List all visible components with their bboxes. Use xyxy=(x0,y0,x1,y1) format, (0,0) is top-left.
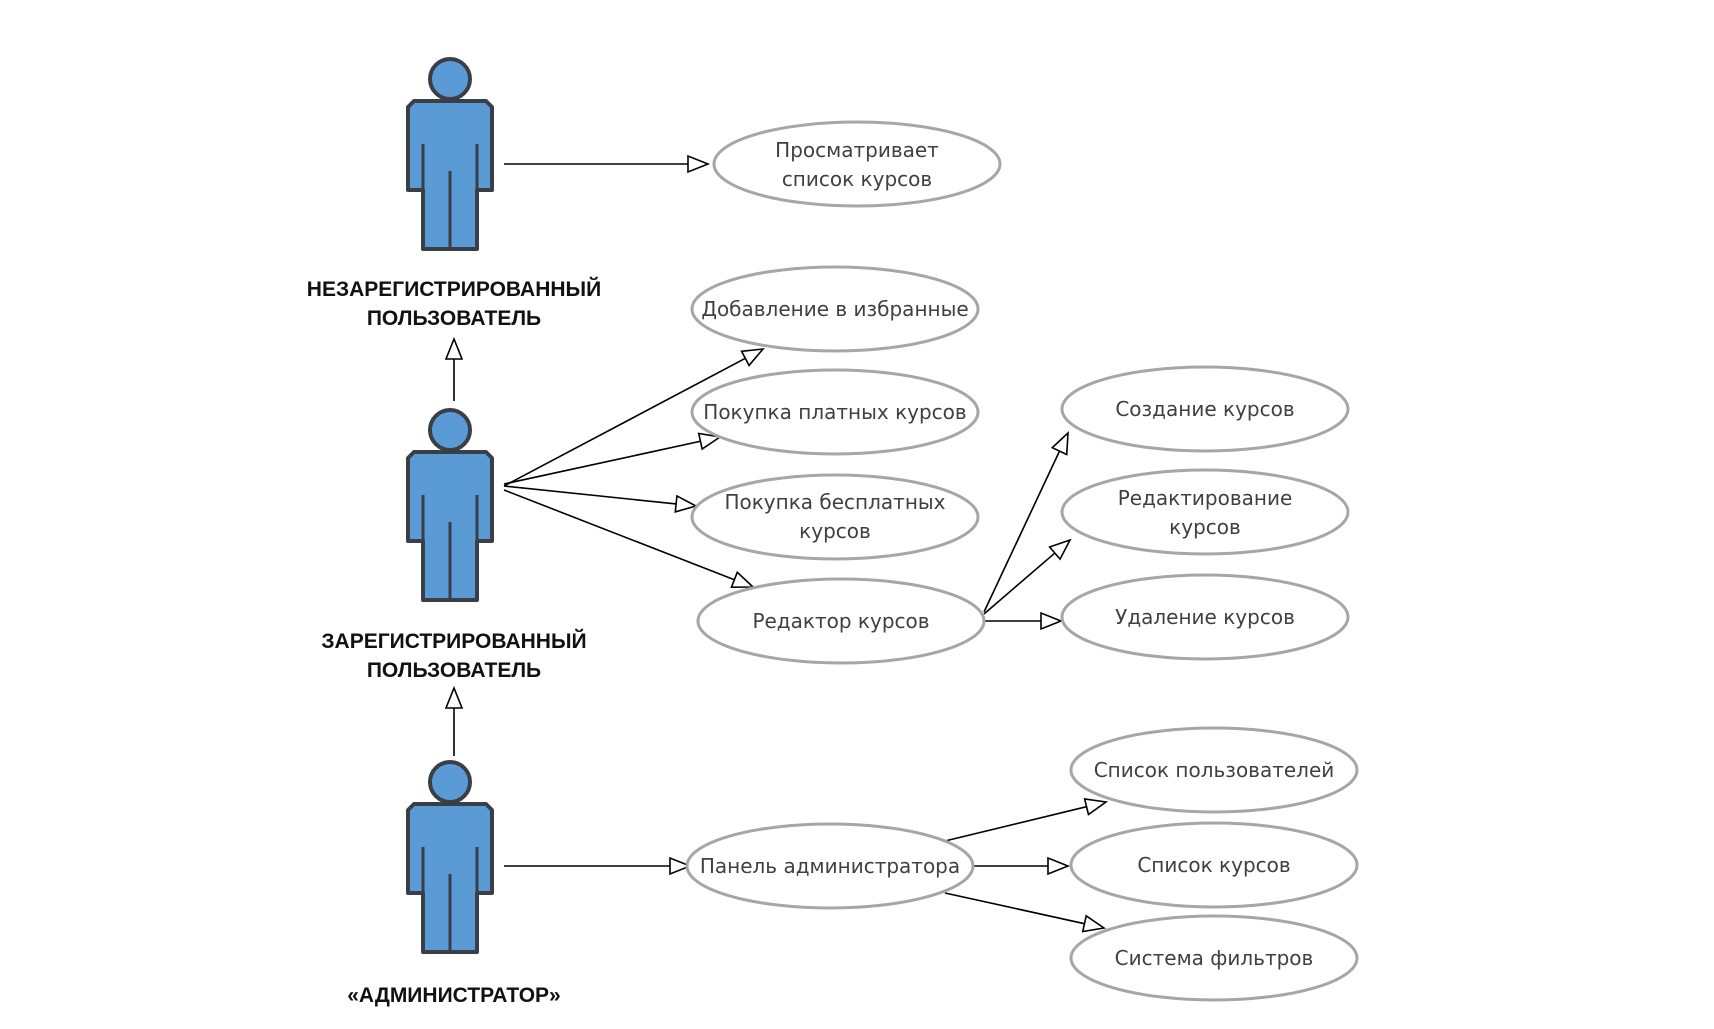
actor-unregistered-label-line2: ПОЛЬЗОВАТЕЛЬ xyxy=(367,307,541,330)
relation-line xyxy=(944,805,1087,842)
use-case-course-list-label: Список курсов xyxy=(1137,853,1290,877)
relation-registered-to-unregistered xyxy=(444,336,464,401)
relation-registered-to-course-editor xyxy=(503,489,756,589)
actor-admin-icon xyxy=(406,760,494,954)
arrowhead-icon xyxy=(1040,611,1064,631)
actor-admin-label: «АДМИНИСТРАТОР» xyxy=(347,984,561,1007)
use-case-edit-courses-line1: Редактирование xyxy=(1118,486,1293,510)
use-case-buy-free-courses-line1: Покупка бесплатных xyxy=(724,490,945,514)
actor-registered-label-line2: ПОЛЬЗОВАТЕЛЬ xyxy=(367,659,541,682)
arrowhead-icon xyxy=(669,856,693,876)
use-case-admin-panel: Панель администратора xyxy=(685,822,975,910)
relation-line xyxy=(944,892,1085,925)
use-case-filter-system-label: Система фильтров xyxy=(1115,946,1314,970)
arrowhead-icon xyxy=(740,347,765,367)
actor-registered-icon xyxy=(406,408,494,602)
use-case-create-courses: Создание курсов xyxy=(1060,365,1350,453)
arrowhead-icon xyxy=(730,570,756,589)
use-case-edit-courses: Редактирование курсов xyxy=(1060,468,1350,556)
use-case-add-to-favorites: Добавление в избранные xyxy=(690,265,980,353)
use-case-edit-courses-line2: курсов xyxy=(1169,515,1241,539)
relation-line xyxy=(503,489,735,581)
relation-unregistered-to-view-list xyxy=(504,154,711,174)
arrowhead-icon xyxy=(1048,538,1072,561)
relation-registered-to-buy-paid xyxy=(503,432,723,485)
relation-editor-to-delete-courses xyxy=(984,611,1064,631)
relation-line xyxy=(503,357,746,487)
use-case-user-list-label: Список пользователей xyxy=(1094,758,1335,782)
arrowhead-icon xyxy=(674,494,699,513)
actor-unregistered-label-line1: НЕЗАРЕГИСТРИРОВАННЫЙ xyxy=(307,277,601,301)
use-case-user-list: Список пользователей xyxy=(1069,726,1359,814)
arrowhead-icon xyxy=(444,685,464,709)
use-case-buy-paid-courses: Покупка платных курсов xyxy=(690,368,980,456)
relation-registered-to-add-favorites xyxy=(503,347,765,487)
actor-administrator: «АДМИНИСТРАТОР» xyxy=(347,760,561,1007)
arrowhead-icon xyxy=(1081,914,1107,933)
relation-registered-to-buy-free xyxy=(503,485,699,513)
relation-admin-panel-to-filter-system xyxy=(944,892,1107,933)
relation-admin-to-admin-panel xyxy=(504,856,693,876)
relation-editor-to-edit-courses xyxy=(983,538,1072,615)
relation-line xyxy=(983,552,1056,615)
use-case-delete-courses: Удаление курсов xyxy=(1060,573,1350,661)
use-case-buy-free-courses-line2: курсов xyxy=(799,519,871,543)
arrowhead-icon xyxy=(444,336,464,360)
arrowhead-icon xyxy=(1047,856,1071,876)
use-case-filter-system: Система фильтров xyxy=(1069,914,1359,1002)
relation-line xyxy=(503,440,701,485)
use-case-buy-paid-courses-label: Покупка платных курсов xyxy=(703,400,966,424)
relation-admin-panel-to-user-list xyxy=(944,797,1109,842)
actor-registered-user: ЗАРЕГИСТРИРОВАННЫЙ ПОЛЬЗОВАТЕЛЬ xyxy=(321,408,587,682)
actor-unregistered-user: НЕЗАРЕГИСТРИРОВАННЫЙ ПОЛЬЗОВАТЕЛЬ xyxy=(307,57,601,330)
arrowhead-icon xyxy=(1083,797,1109,816)
relation-line xyxy=(983,450,1061,613)
use-case-course-list: Список курсов xyxy=(1069,821,1359,909)
use-case-course-editor: Редактор курсов xyxy=(696,577,986,665)
use-case-view-course-list-line1: Просматривает xyxy=(775,138,939,162)
use-case-create-courses-label: Создание курсов xyxy=(1115,397,1294,421)
use-case-view-course-list: Просматривает список курсов xyxy=(712,120,1002,208)
use-case-course-editor-label: Редактор курсов xyxy=(752,609,929,633)
use-case-view-course-list-line2: список курсов xyxy=(782,167,932,191)
use-case-admin-panel-label: Панель администратора xyxy=(700,854,960,878)
relations xyxy=(444,154,1109,933)
use-case-add-to-favorites-label: Добавление в избранные xyxy=(701,297,968,321)
relation-admin-panel-to-course-list xyxy=(973,856,1071,876)
arrowhead-icon xyxy=(687,154,711,174)
use-case-delete-courses-label: Удаление курсов xyxy=(1115,605,1295,629)
relation-editor-to-create-courses xyxy=(983,431,1069,613)
arrowhead-icon xyxy=(1050,431,1069,456)
actor-registered-label-line1: ЗАРЕГИСТРИРОВАННЫЙ xyxy=(321,629,586,653)
use-case-buy-free-courses: Покупка бесплатных курсов xyxy=(690,473,980,561)
relation-admin-to-registered xyxy=(444,685,464,756)
relation-line xyxy=(503,485,677,505)
actor-unregistered-icon xyxy=(406,57,494,251)
arrowhead-icon xyxy=(697,432,723,451)
